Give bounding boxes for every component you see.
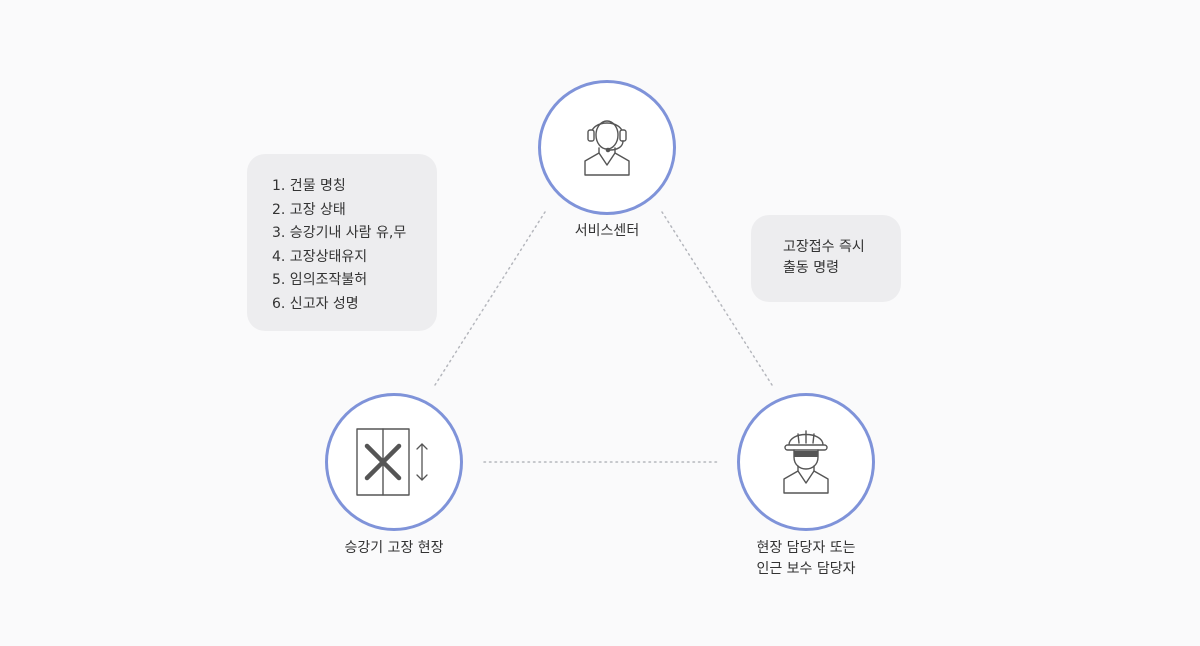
service-center-node [538,80,676,215]
report-item: 6. 신고자 성명 [272,295,359,312]
elevator-site-node [325,393,463,531]
connector-service-to-elevator [434,211,546,386]
hardhat-worker-icon [783,430,829,494]
report-item: 5. 임의조작불허 [272,272,368,288]
report-item: 4. 고장상태유지 [272,248,368,265]
report-item: 1. 건물 명칭 [272,178,346,194]
site-manager-label: 현장 담당자 또는 인근 보수 담당자 [716,538,896,580]
site-manager-node [737,393,875,531]
elevator-fault-icon [356,428,428,496]
elevator-site-label: 승강기 고장 현장 [344,540,444,556]
site-manager-label-line: 인근 보수 담당자 [756,561,856,577]
dispatch-note-box: 고장접수 즉시 출동 명령 [751,215,901,302]
connector-service-to-manager [661,211,773,386]
dispatch-note-line: 고장접수 즉시 [783,239,865,255]
report-item: 3. 승강기내 사람 유,무 [272,225,407,241]
report-items-list: 1. 건물 명칭 2. 고장 상태 3. 승강기내 사람 유,무 4. 고장상태… [272,175,437,316]
dispatch-note-line: 출동 명령 [783,260,839,276]
site-manager-label-line: 현장 담당자 또는 [756,540,856,556]
service-center-label: 서비스센터 [574,223,640,239]
headset-operator-icon [584,119,630,176]
report-item: 2. 고장 상태 [272,201,346,218]
report-items-box: 1. 건물 명칭 2. 고장 상태 3. 승강기내 사람 유,무 4. 고장상태… [247,154,437,331]
